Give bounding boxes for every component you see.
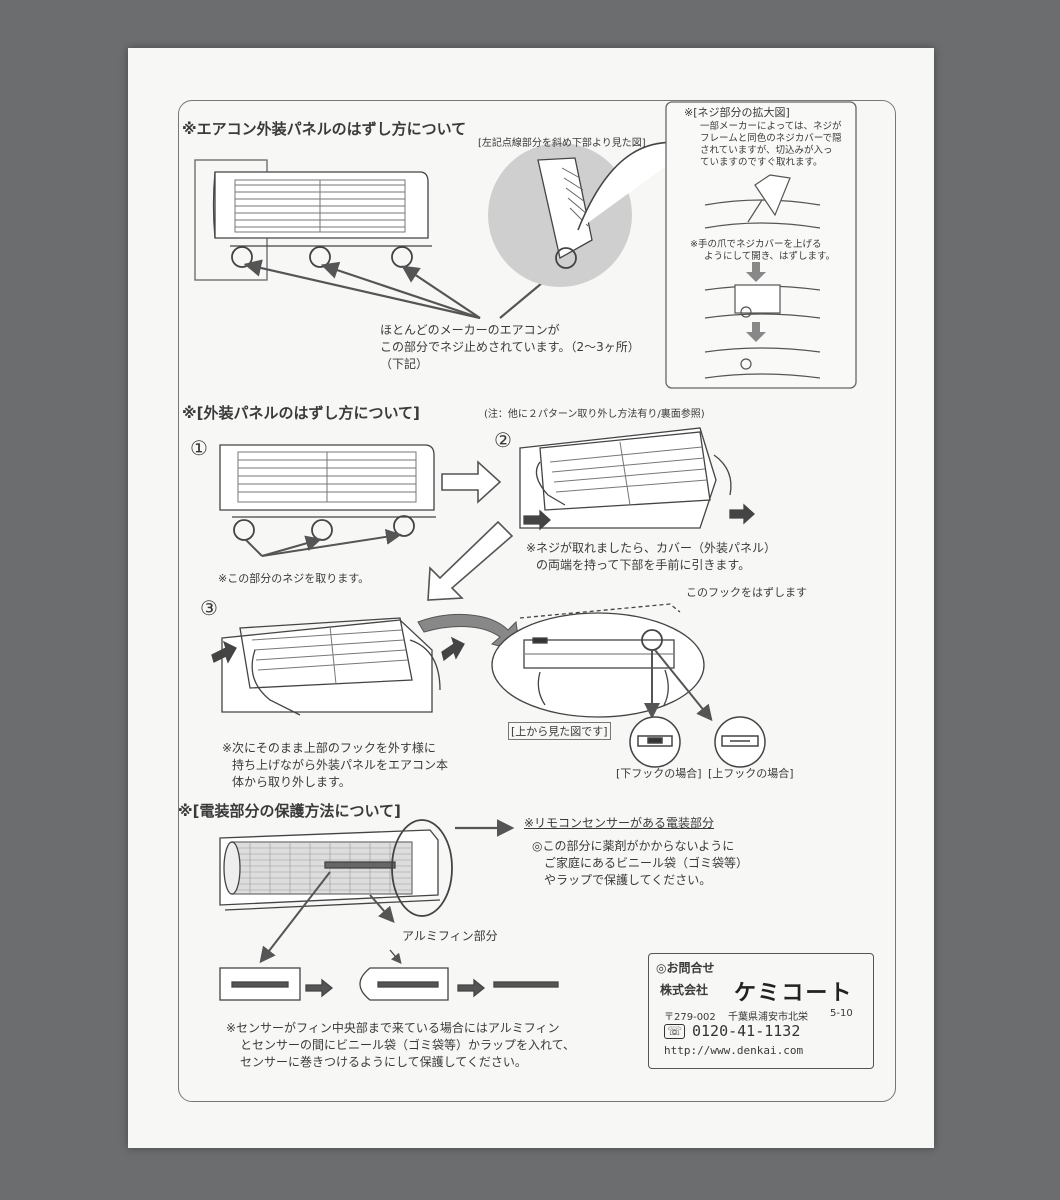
zoom-nail-2: ようにして開き、はずします。 xyxy=(704,251,836,262)
angled-view-circle xyxy=(488,127,702,287)
step1-text: ※この部分のネジを取ります。 xyxy=(218,572,370,585)
step3-number: ③ xyxy=(200,596,218,620)
zoom-desc-1: 一部メーカーによっては、ネジが xyxy=(700,121,842,132)
arrow-step2-to-3 xyxy=(427,520,514,601)
sensor-text-3: やラップで保護してください。 xyxy=(544,873,712,887)
zoom-desc-4: ていますのですぐ取れます。 xyxy=(700,157,823,168)
step2-text-2: の両端を持って下部を手前に引きます。 xyxy=(536,558,751,572)
address: 千葉県浦安市北栄 xyxy=(728,1012,808,1023)
hook-detail-circles xyxy=(629,716,766,768)
sensor-text-2: ご家庭にあるビニール袋（ゴミ袋等） xyxy=(544,856,749,870)
step1-number: ① xyxy=(190,436,208,460)
step2-illustration xyxy=(519,427,755,531)
zoom-nail-1: ※手の爪でネジカバーを上げる xyxy=(690,239,822,250)
fin-note-3: センサーに巻きつけるようにして保護してください。 xyxy=(240,1055,527,1069)
top-view-label: [上から見た図です] xyxy=(508,722,611,740)
company-prefix: 株式会社 xyxy=(660,983,709,997)
hook-lower-label: [下フックの場合] xyxy=(616,767,702,780)
section3-title: ※[電装部分の保護方法について] xyxy=(178,802,401,820)
contact-heading: ◎お問合せ xyxy=(656,961,715,975)
top-view-ellipse xyxy=(491,603,713,722)
phone-number: 0120-41-1132 xyxy=(692,1022,801,1040)
hook-label: このフックをはずします xyxy=(686,586,807,599)
postal-code: 〒279-002 xyxy=(664,1012,716,1023)
step3-illustration xyxy=(211,617,465,716)
unit-front-view xyxy=(194,159,432,281)
step3-text-3: 体から取り外します。 xyxy=(232,775,351,789)
step3-text-2: 持ち上げながら外装パネルをエアコン本 xyxy=(232,758,449,772)
step2-text-1: ※ネジが取れましたら、カバー（外装パネル） xyxy=(526,541,777,555)
electrical-illustration xyxy=(219,819,559,1001)
section1-title: ※エアコン外装パネルのはずし方について xyxy=(182,120,467,138)
website-url: http://www.denkai.com xyxy=(664,1044,804,1057)
zoom-desc-2: フレームと同色のネジカバーで隠 xyxy=(700,133,842,144)
screw-note-line3: （下記） xyxy=(380,357,429,371)
section2-note: (注：他に２パターン取り外し方法有り/裏面参照) xyxy=(484,409,705,420)
zoom-title: ※[ネジ部分の拡大図] xyxy=(684,106,790,119)
address-tail: 5-10 xyxy=(830,1008,853,1019)
company-name: ケミコート xyxy=(734,981,854,1006)
freedial-icon: ☏ xyxy=(664,1024,686,1039)
fin-note-2: とセンサーの間にビニール袋（ゴミ袋等）かラップを入れて、 xyxy=(240,1038,576,1052)
section2-title: ※[外装パネルのはずし方について] xyxy=(182,404,420,422)
content-border xyxy=(178,100,896,1102)
contact-box xyxy=(648,953,874,1069)
sensor-title: ※リモコンセンサーがある電装部分 xyxy=(524,816,715,830)
screw-note-line2: この部分でネジ止めされています。（2〜3ヶ所） xyxy=(380,340,640,354)
arrow-step1-to-2 xyxy=(441,460,502,504)
zoom-desc-3: されていますが、切込みが入っ xyxy=(700,145,833,156)
fin-label: アルミフィン部分 xyxy=(402,929,498,943)
fin-note-1: ※センサーがフィン中央部まで来ている場合にはアルミフィン xyxy=(226,1021,560,1035)
sensor-text-1: ◎この部分に薬剤がかからないように xyxy=(532,839,735,853)
screw-pointer-arrows xyxy=(243,259,564,320)
angled-view-caption: [左記点線部分を斜め下部より見た図] xyxy=(478,138,646,149)
step2-number: ② xyxy=(494,428,512,452)
screw-zoom-box xyxy=(665,101,857,389)
screw-note-line1: ほとんどのメーカーのエアコンが xyxy=(380,323,560,337)
step1-illustration xyxy=(219,444,436,557)
hook-upper-label: [上フックの場合] xyxy=(708,767,794,780)
step3-text-1: ※次にそのまま上部のフックを外す様に xyxy=(222,741,436,755)
